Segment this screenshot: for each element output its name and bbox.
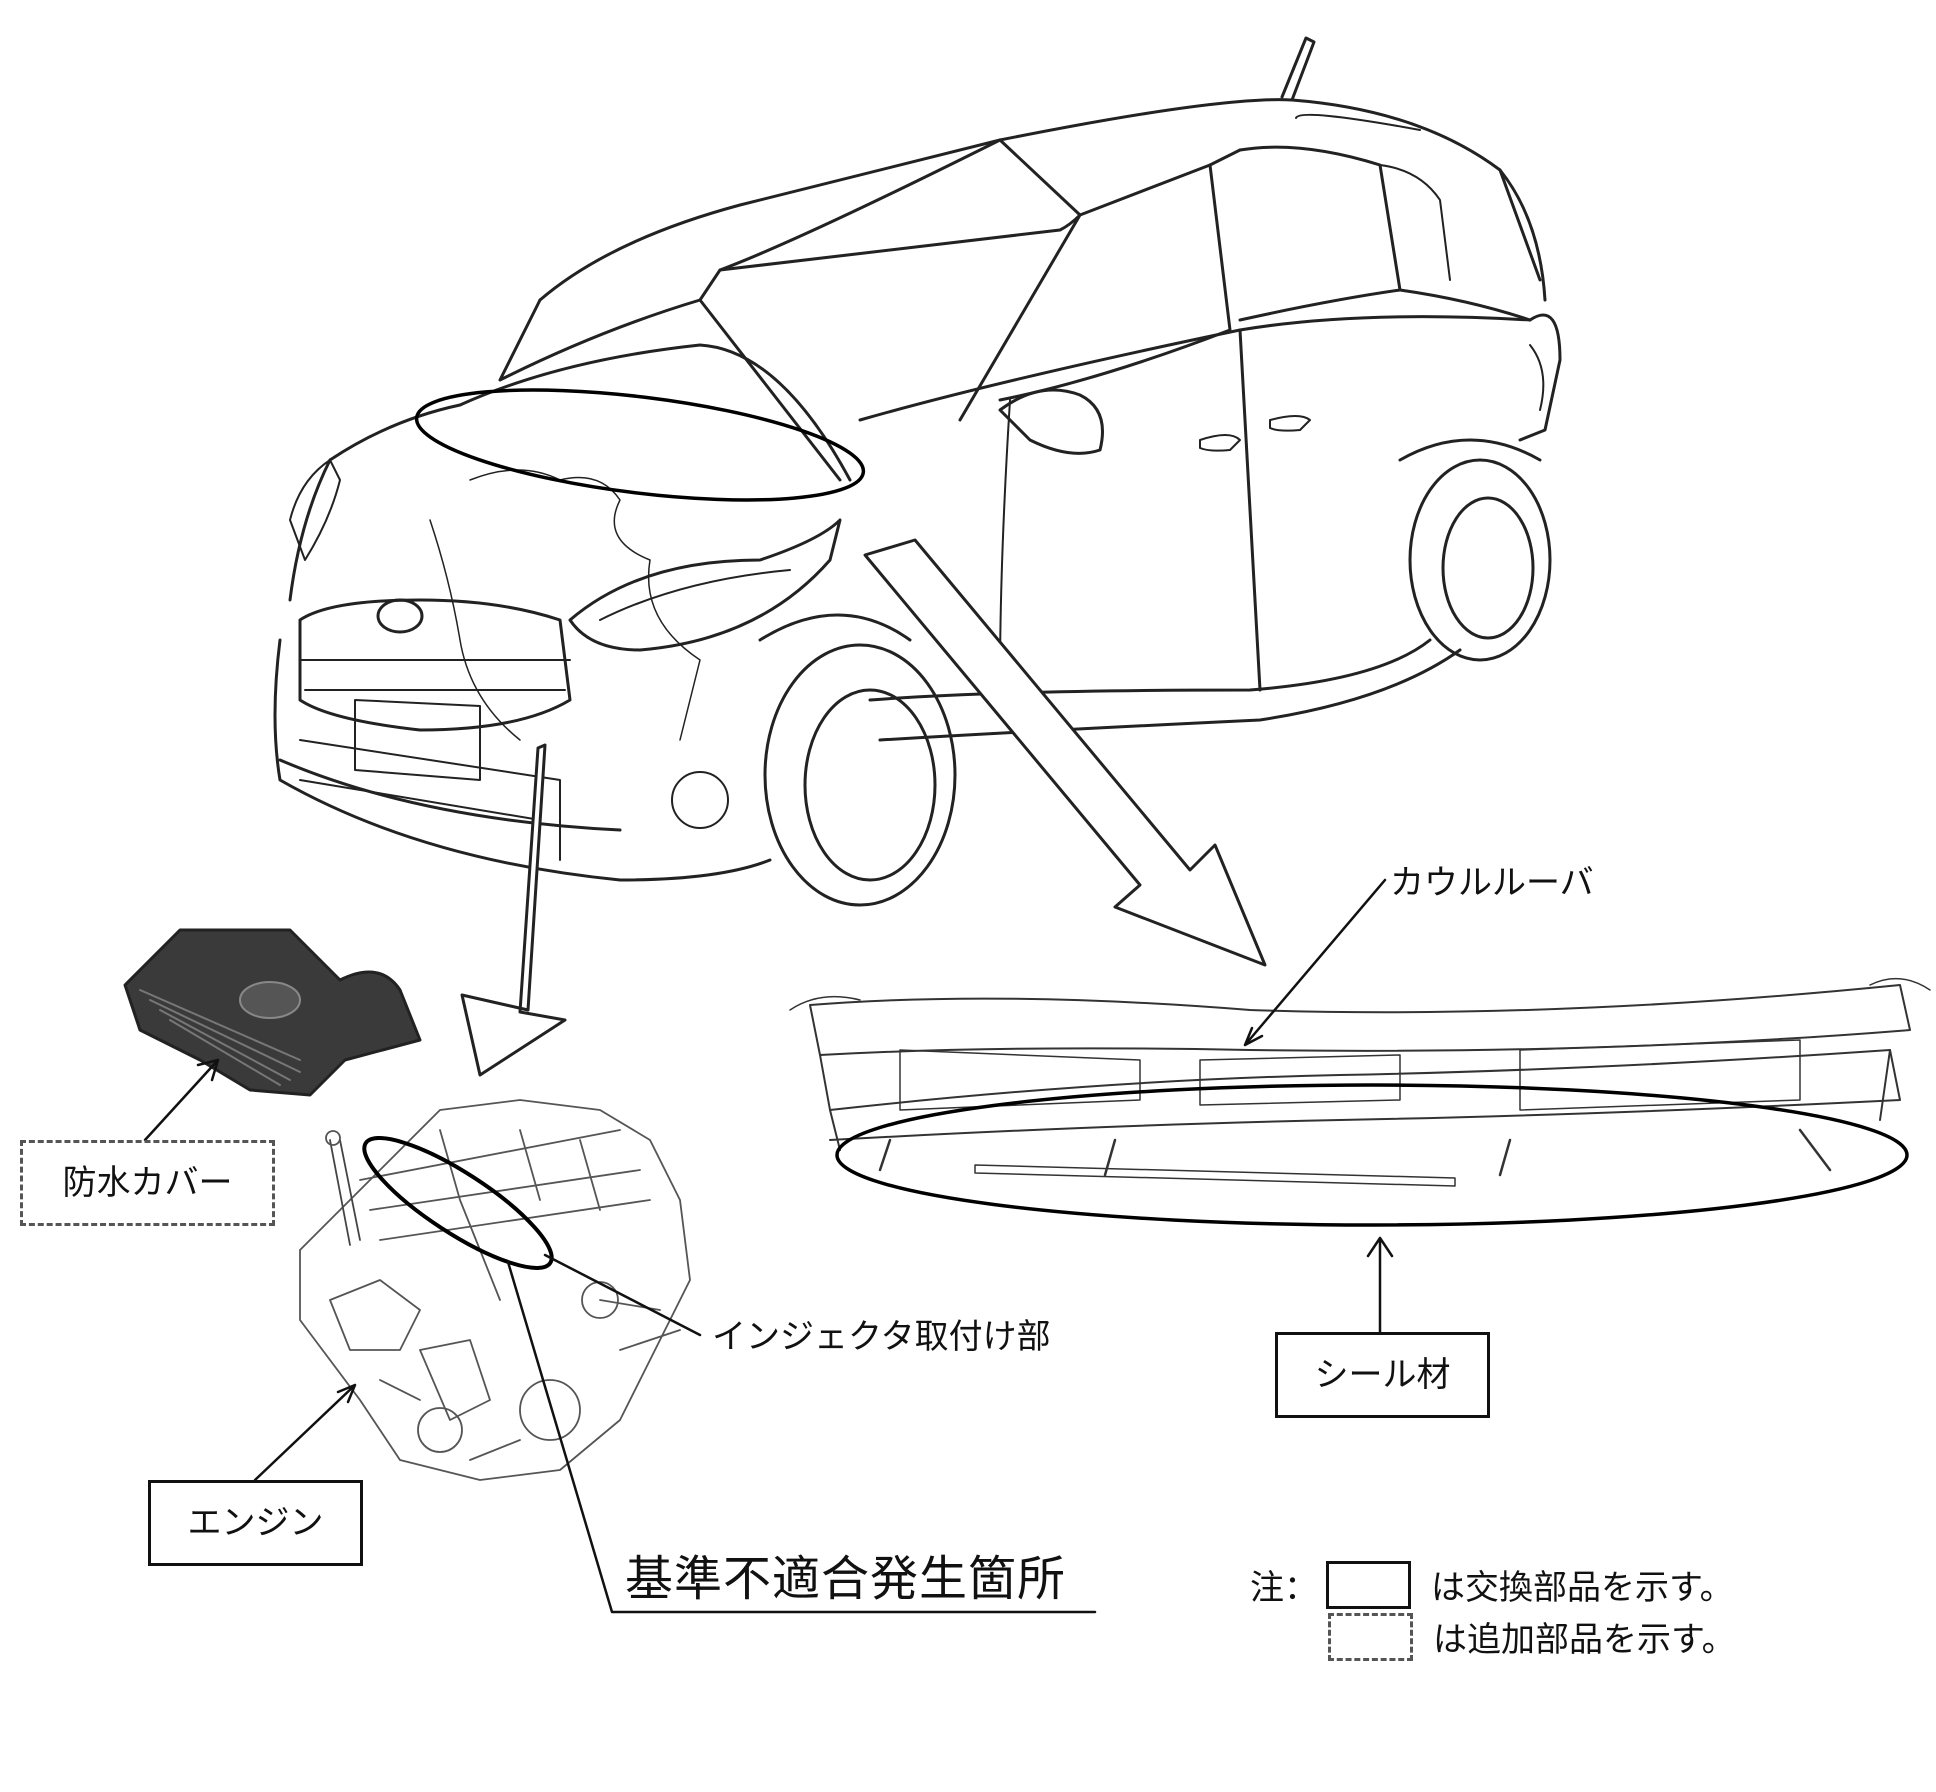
legend-row-replacement: 注： は交換部品を示す。 xyxy=(1250,1560,1734,1609)
cowl-louver-label: カウルルーバ xyxy=(1390,863,1594,903)
waterproof-cover-label: 防水カバー xyxy=(62,1163,233,1203)
nonconformity-location-label: 基準不適合発生箇所 xyxy=(625,1551,1067,1607)
injector-mount-label: インジェクタ取付け部 xyxy=(712,1317,1051,1357)
seal-highlight-ellipse xyxy=(835,1083,1909,1227)
legend-prefix: 注： xyxy=(1250,1568,1318,1608)
engine-box: エンジン xyxy=(148,1480,363,1566)
legend-dashed-swatch xyxy=(1328,1612,1413,1661)
legend-replacement-text: は交換部品を示す。 xyxy=(1431,1568,1734,1608)
legend-row-added: は追加部品を示す。 xyxy=(1328,1612,1736,1661)
engine-part xyxy=(299,1099,691,1481)
injector-highlight-ellipse xyxy=(362,1136,554,1270)
vehicle-illustration xyxy=(273,36,1562,907)
cowl-callout-arrow xyxy=(863,538,1267,967)
waterproof-cover-leader xyxy=(143,1058,220,1142)
waterproof-cover-box: 防水カバー xyxy=(20,1140,275,1226)
engine-label: エンジン xyxy=(187,1503,324,1543)
nonconformity-leader xyxy=(506,1260,1097,1614)
legend-added-text: は追加部品を示す。 xyxy=(1433,1620,1736,1660)
legend-solid-swatch xyxy=(1326,1560,1411,1609)
cowl-louver-part xyxy=(789,977,1931,1187)
cowl-highlight-ellipse xyxy=(414,388,866,502)
seal-material-box: シール材 xyxy=(1275,1332,1490,1418)
engine-leader xyxy=(253,1383,357,1482)
waterproof-cover-part xyxy=(123,928,422,1097)
cowl-louver-leader xyxy=(1243,878,1387,1047)
engine-callout-arrow xyxy=(460,743,567,1077)
seal-material-label: シール材 xyxy=(1314,1355,1451,1395)
seal-leader xyxy=(1366,1236,1394,1334)
injector-leader xyxy=(543,1253,702,1337)
